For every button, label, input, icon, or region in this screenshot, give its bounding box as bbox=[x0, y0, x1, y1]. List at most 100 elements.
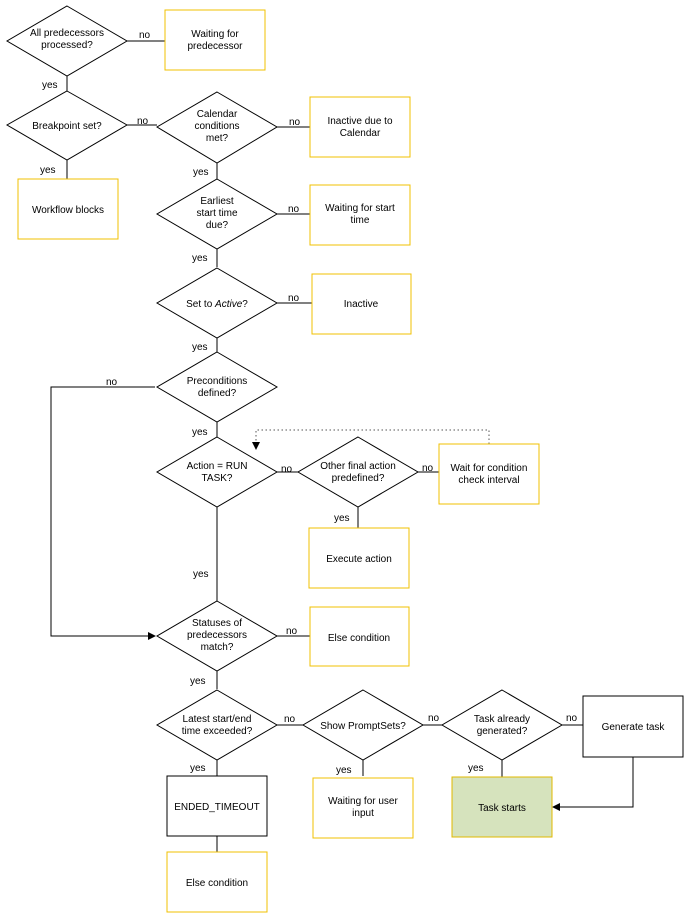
svg-text:Generate task: Generate task bbox=[602, 722, 666, 733]
label-no: no bbox=[289, 117, 301, 128]
decision-text: All predecessors bbox=[30, 28, 104, 39]
decision-set-active: Set to Active? bbox=[156, 267, 278, 339]
svg-text:Set to Active?: Set to Active? bbox=[186, 299, 248, 310]
box-text: input bbox=[352, 808, 374, 819]
svg-text:ENDED_TIMEOUT: ENDED_TIMEOUT bbox=[174, 802, 260, 813]
label-yes: yes bbox=[334, 513, 350, 524]
decision-text: generated? bbox=[477, 726, 528, 737]
box-text: Inactive due to bbox=[327, 116, 392, 127]
decision-text: Show PromptSets? bbox=[320, 721, 406, 732]
label-yes: yes bbox=[40, 165, 56, 176]
label-yes: yes bbox=[192, 342, 208, 353]
decision-text: defined? bbox=[198, 388, 237, 399]
connector-generate-to-starts bbox=[552, 757, 634, 811]
label-no: no bbox=[286, 626, 298, 637]
decision-text: Set to bbox=[186, 299, 215, 310]
box-text: Execute action bbox=[326, 554, 392, 565]
svg-text:Task starts: Task starts bbox=[478, 803, 526, 814]
decision-text: processed? bbox=[41, 40, 93, 51]
connector-wait-loop-arrowhead bbox=[252, 442, 260, 450]
connector-wait-loop bbox=[255, 429, 490, 444]
connector-preconditions-no bbox=[50, 386, 156, 640]
diamond-shape bbox=[302, 689, 424, 761]
decision-text: Action = RUN bbox=[187, 461, 248, 472]
box-shape bbox=[164, 9, 266, 71]
label-no: no bbox=[428, 713, 440, 724]
edge-labels: no yes no yes no yes no yes no yes no ye… bbox=[40, 30, 578, 776]
box-else-condition-2: Else condition bbox=[166, 851, 268, 913]
box-text: Wait for condition bbox=[451, 463, 528, 474]
decision-text: met? bbox=[206, 133, 229, 144]
box-text: Generate task bbox=[602, 722, 666, 733]
box-shape bbox=[312, 777, 414, 839]
box-shape bbox=[309, 96, 411, 158]
decision-text-italic: Active bbox=[214, 299, 243, 310]
box-shape bbox=[166, 775, 268, 837]
label-yes: yes bbox=[192, 253, 208, 264]
box-text: Task starts bbox=[478, 803, 526, 814]
label-yes: yes bbox=[192, 427, 208, 438]
decision-text: Preconditions bbox=[187, 376, 248, 387]
label-no: no bbox=[106, 377, 118, 388]
label-no: no bbox=[281, 464, 293, 475]
decision-text: Breakpoint set? bbox=[32, 121, 102, 132]
label-no: no bbox=[422, 463, 434, 474]
box-text: predecessor bbox=[187, 41, 243, 52]
box-text: Else condition bbox=[186, 878, 248, 889]
box-generate-task: Generate task bbox=[582, 695, 684, 758]
decision-breakpoint: Breakpoint set? bbox=[5, 90, 129, 161]
label-no: no bbox=[566, 713, 578, 724]
decision-text: TASK? bbox=[202, 473, 233, 484]
diamond-shape bbox=[6, 5, 128, 77]
box-shape bbox=[166, 851, 268, 913]
box-ended-timeout: ENDED_TIMEOUT bbox=[166, 775, 268, 837]
box-shape bbox=[17, 178, 119, 240]
box-shape bbox=[308, 527, 410, 589]
decision-text: Task already bbox=[474, 714, 530, 725]
box-text: Calendar bbox=[340, 128, 381, 139]
label-yes: yes bbox=[193, 167, 209, 178]
label-no: no bbox=[139, 30, 151, 41]
box-text: check interval bbox=[458, 475, 519, 486]
svg-text:Else condition: Else condition bbox=[328, 633, 390, 644]
diamond-shape bbox=[5, 90, 129, 161]
diamond-shape bbox=[156, 600, 278, 672]
box-shape bbox=[309, 606, 410, 667]
svg-text:Execute action: Execute action bbox=[326, 554, 392, 565]
box-shape bbox=[582, 695, 684, 758]
box-task-starts: Task starts bbox=[451, 776, 553, 838]
decision-text: conditions bbox=[194, 121, 239, 132]
box-shape bbox=[311, 273, 412, 335]
diamond-shape bbox=[156, 267, 278, 339]
label-yes: yes bbox=[190, 676, 206, 687]
diamond-shape bbox=[156, 689, 278, 761]
box-text: time bbox=[351, 215, 370, 226]
svg-text:Breakpoint set?: Breakpoint set? bbox=[32, 121, 102, 132]
decision-text: Statuses of bbox=[192, 618, 242, 629]
box-shape bbox=[438, 443, 540, 505]
decision-text: start time bbox=[196, 208, 238, 219]
decision-text: Latest start/end bbox=[183, 714, 252, 725]
box-shape bbox=[309, 184, 411, 246]
decision-text: predecessors bbox=[187, 630, 247, 641]
diamond-shape bbox=[297, 436, 419, 508]
